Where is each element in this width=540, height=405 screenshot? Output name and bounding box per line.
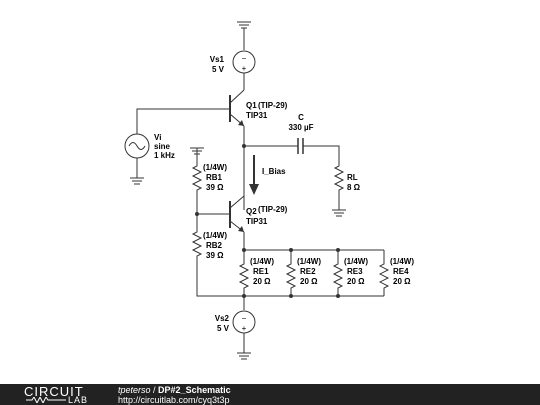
rb2-name: RB2 bbox=[206, 241, 223, 250]
logo-resistor-icon bbox=[26, 397, 66, 403]
re4-value: 20 Ω bbox=[393, 277, 411, 286]
rb1-value: 39 Ω bbox=[206, 183, 224, 192]
path-separator: / bbox=[150, 385, 159, 395]
vi-source[interactable] bbox=[124, 133, 150, 159]
q2-transistor[interactable] bbox=[229, 195, 245, 233]
q1-part: TIP31 bbox=[246, 111, 268, 120]
vs1-name: Vs1 bbox=[210, 55, 225, 64]
rl-name: RL bbox=[347, 173, 358, 182]
vs2-plus-sign: + bbox=[242, 324, 247, 333]
footer-credits: tpeterso / DP#2_Schematic http://circuit… bbox=[118, 385, 231, 405]
vi-ground bbox=[130, 177, 144, 185]
capacitor-c[interactable] bbox=[297, 138, 304, 154]
q1-name: Q1 bbox=[246, 101, 257, 110]
re1-name: RE1 bbox=[253, 267, 269, 276]
vi-wave: sine bbox=[154, 142, 171, 151]
vs2-ground bbox=[237, 352, 251, 360]
cap-name: C bbox=[298, 113, 304, 122]
author-link[interactable]: tpeterso bbox=[118, 385, 151, 395]
re1-rating: (1/4W) bbox=[250, 257, 274, 266]
footer-bar: CIRCUIT LAB tpeterso / DP#2_Schematic ht… bbox=[0, 384, 540, 405]
re3-name: RE3 bbox=[347, 267, 363, 276]
resistor-re2[interactable] bbox=[285, 250, 297, 296]
rl-ground bbox=[332, 209, 346, 217]
vi-frequency: 1 kHz bbox=[154, 151, 175, 160]
re4-rating: (1/4W) bbox=[390, 257, 414, 266]
resistor-rl[interactable] bbox=[333, 164, 345, 196]
q1-transistor[interactable] bbox=[229, 88, 245, 127]
re2-rating: (1/4W) bbox=[297, 257, 321, 266]
re2-value: 20 Ω bbox=[300, 277, 318, 286]
resistor-re3[interactable] bbox=[332, 250, 344, 296]
vs1-source[interactable]: − + bbox=[232, 50, 256, 74]
vs1-minus-sign: − bbox=[242, 54, 247, 63]
re3-rating: (1/4W) bbox=[344, 257, 368, 266]
vi-name: Vi bbox=[154, 133, 161, 142]
circuit-schematic: − + Vs1 5 V Q1 (TIP-29) TIP31 Vi sine 1 … bbox=[124, 21, 414, 360]
re2-name: RE2 bbox=[300, 267, 316, 276]
logo-text-top: CIRCUIT bbox=[24, 384, 84, 399]
resistor-rb1[interactable] bbox=[191, 164, 203, 196]
vs2-minus-sign: − bbox=[242, 314, 247, 323]
q1-model: (TIP-29) bbox=[258, 101, 288, 110]
q2-name: Q2 bbox=[246, 207, 257, 216]
rb1-name: RB1 bbox=[206, 173, 223, 182]
rb1-rating: (1/4W) bbox=[203, 163, 227, 172]
resistor-re4[interactable] bbox=[378, 250, 390, 296]
cap-value: 330 µF bbox=[288, 123, 313, 132]
vs1-value: 5 V bbox=[212, 65, 225, 74]
rb2-rating: (1/4W) bbox=[203, 231, 227, 240]
vs1-ground bbox=[237, 21, 251, 50]
rl-value: 8 Ω bbox=[347, 183, 361, 192]
re3-value: 20 Ω bbox=[347, 277, 365, 286]
resistor-re1[interactable] bbox=[238, 262, 250, 296]
vs2-source[interactable]: − + bbox=[232, 310, 256, 334]
re1-value: 20 Ω bbox=[253, 277, 271, 286]
q2-model: (TIP-29) bbox=[258, 205, 288, 214]
vs1-plus-sign: + bbox=[242, 64, 247, 73]
logo-text-bottom: LAB bbox=[68, 395, 89, 405]
vs2-name: Vs2 bbox=[215, 314, 230, 323]
circuitlab-logo[interactable]: CIRCUIT LAB bbox=[24, 384, 114, 405]
rb2-value: 39 Ω bbox=[206, 251, 224, 260]
re4-name: RE4 bbox=[393, 267, 409, 276]
i-bias-label: I_Bias bbox=[262, 167, 286, 176]
schematic-title: DP#2_Schematic bbox=[158, 385, 231, 395]
resistor-rb2[interactable] bbox=[191, 230, 203, 262]
i-bias-arrow bbox=[249, 155, 259, 195]
vs2-value: 5 V bbox=[217, 324, 230, 333]
q2-part: TIP31 bbox=[246, 217, 268, 226]
schematic-url[interactable]: http://circuitlab.com/cyq3t3p bbox=[118, 395, 230, 405]
